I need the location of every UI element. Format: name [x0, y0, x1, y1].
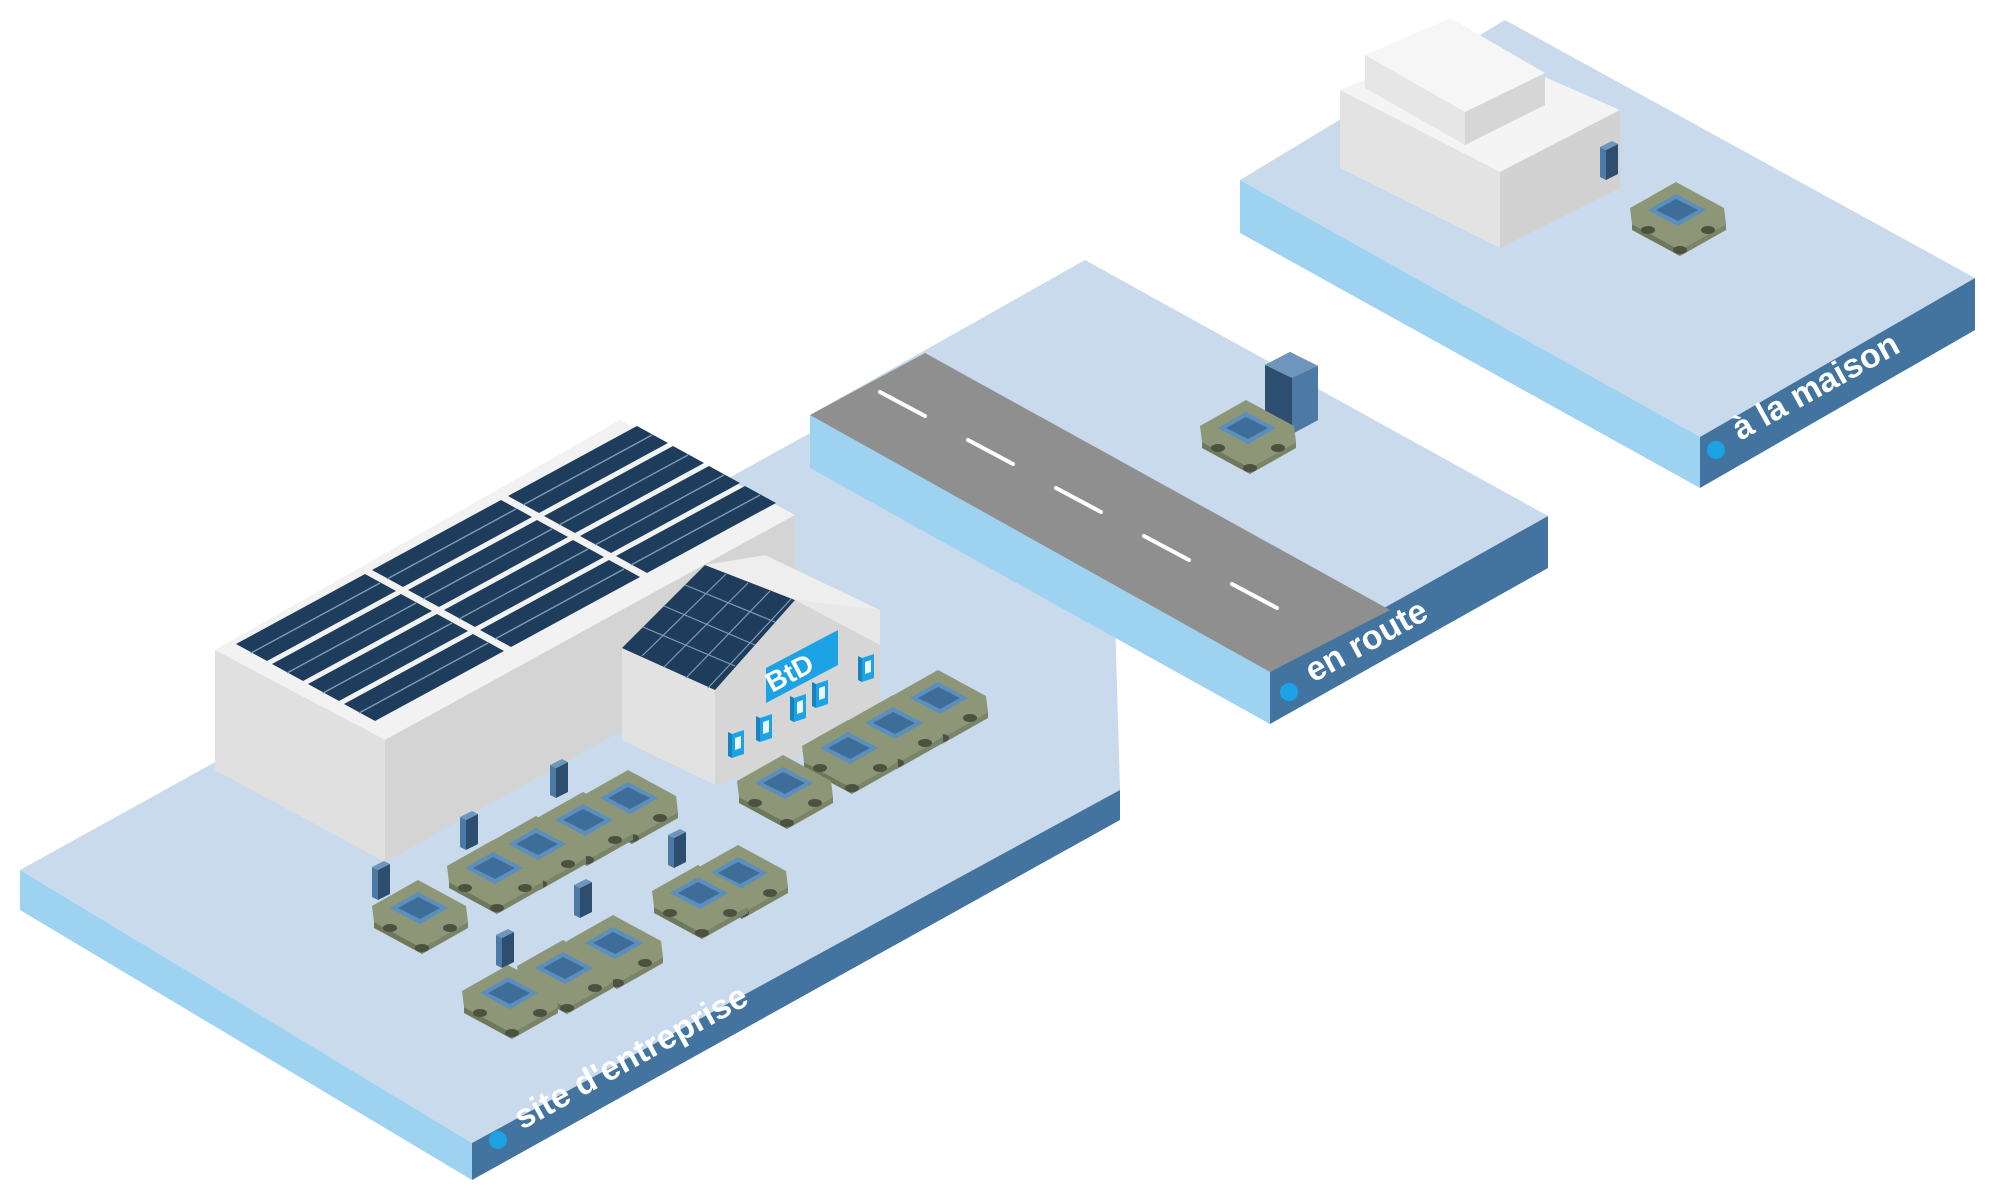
- road-markings: [878, 390, 1279, 610]
- charging-station-icon: [496, 929, 514, 968]
- charging-station-icon: [728, 730, 744, 758]
- house: [1340, 18, 1620, 248]
- charging-station-icon: [790, 694, 806, 722]
- location-dot-icon: [489, 1131, 507, 1149]
- charging-station-icon: [460, 811, 478, 850]
- charging-station-icon: [574, 879, 592, 918]
- charging-station-icon: [668, 829, 686, 868]
- charging-station-icon: [858, 654, 874, 682]
- location-dot-icon: [1707, 441, 1725, 459]
- charging-station-icon: [550, 759, 568, 798]
- platform-road: [810, 260, 1548, 724]
- charging-station-icon: [756, 714, 772, 742]
- charging-station-icon: [1600, 141, 1618, 180]
- charging-station-icon: [372, 861, 390, 900]
- location-dot-icon: [1280, 683, 1298, 701]
- solar-roof: [236, 426, 776, 721]
- charging-station-icon: [812, 680, 828, 708]
